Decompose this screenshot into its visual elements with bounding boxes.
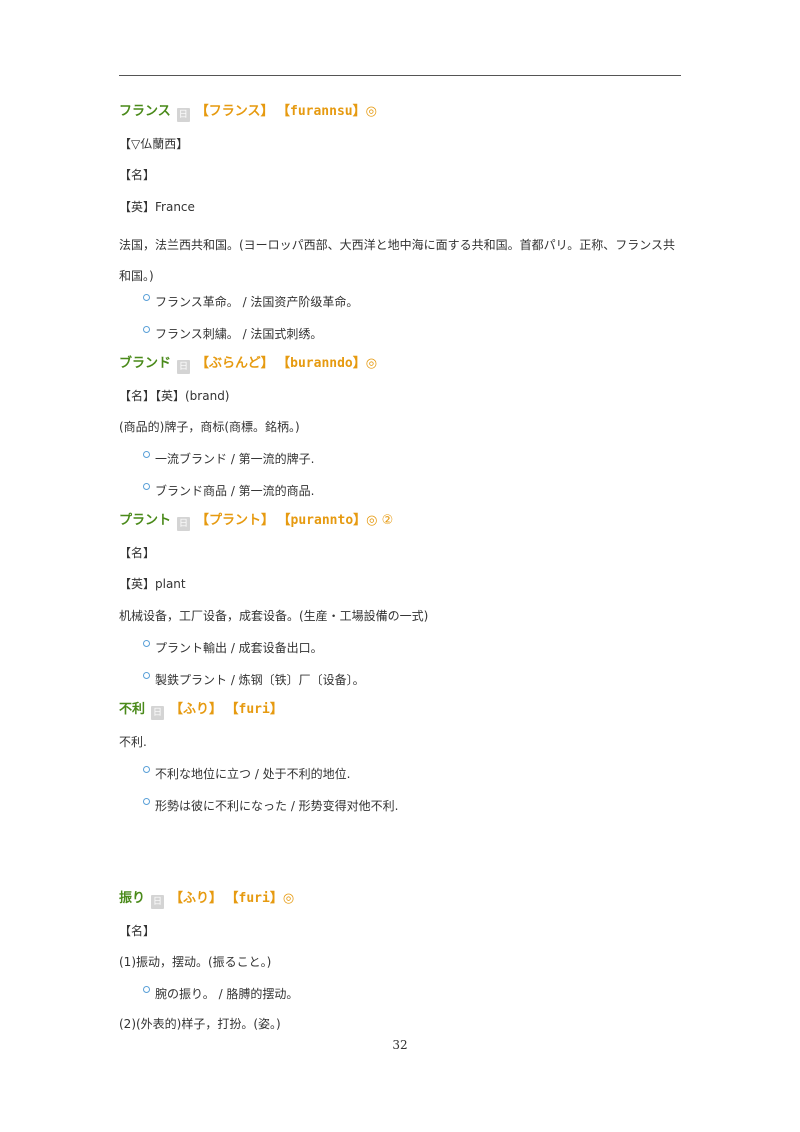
definition: 机械设备，工厂设备，成套设备。(生産・工場設備の一式) xyxy=(119,609,429,623)
example-item: 腕の振り。 / 胳膊的摆动。 xyxy=(143,986,298,1002)
header-rule xyxy=(119,75,681,76)
entry-headword: フランス日【フランス】【furannsu】◎ xyxy=(119,103,377,122)
bullet-circle-icon xyxy=(143,326,150,333)
japanese-badge-icon: 日 xyxy=(151,706,165,720)
accent-mark: ◎ ② xyxy=(366,513,394,528)
example-item: 製鉄プラント / 炼钢〔铁〕厂〔设备〕。 xyxy=(143,672,365,688)
bullet-circle-icon xyxy=(143,672,150,679)
entry-headword: プラント日【プラント】【purannto】◎ ② xyxy=(119,512,393,531)
japanese-badge-icon: 日 xyxy=(177,517,191,531)
bullet-circle-icon xyxy=(143,294,150,301)
reading-romaji: 【furi】 xyxy=(232,891,283,906)
accent-mark: ◎ xyxy=(365,356,378,371)
reading-kana: 【ふり】 xyxy=(170,891,223,906)
japanese-badge-icon: 日 xyxy=(151,895,165,909)
japanese-badge-icon: 日 xyxy=(176,108,190,122)
reading-romaji: 【purannto】 xyxy=(284,513,367,528)
reading-kana: 【ふり】 xyxy=(170,702,223,717)
headword: プラント xyxy=(119,513,172,528)
bullet-circle-icon xyxy=(143,483,150,490)
accent-mark: ◎ xyxy=(365,104,377,119)
entry-line: 【名】 xyxy=(119,924,156,938)
example-item: フランス刺繍。 / 法国式刺绣。 xyxy=(143,326,322,342)
entry-headword: ブランド日【ぶらんど】【buranndo】◎ xyxy=(119,355,377,374)
bullet-circle-icon xyxy=(143,986,150,993)
headword: 不利 xyxy=(119,702,146,717)
headword: ブランド xyxy=(119,356,172,371)
definition: 不利. xyxy=(119,735,147,749)
japanese-badge-icon: 日 xyxy=(177,360,191,374)
headword: フランス xyxy=(119,104,171,119)
example-item: 不利な地位に立つ / 处于不利的地位. xyxy=(143,766,351,782)
example-item: プラント輸出 / 成套设备出口。 xyxy=(143,640,323,656)
reading-kana: 【ぶらんど】 xyxy=(196,356,274,371)
definition: (商品的)牌子，商标(商標。銘柄。) xyxy=(119,420,300,434)
reading-kana: 【プラント】 xyxy=(196,513,275,528)
example-item: ブランド商品 / 第一流的商品. xyxy=(143,483,315,499)
definition: 法国，法兰西共和国。(ヨーロッパ西部、大西洋と地中海に面する共和国。首都パリ。正… xyxy=(119,238,675,283)
reading-romaji: 【furi】 xyxy=(232,702,283,717)
headword: 振り xyxy=(119,891,146,906)
entry-headword: 不利日【ふり】【furi】 xyxy=(119,701,283,720)
entry-line: 【英】France xyxy=(119,200,195,214)
bullet-circle-icon xyxy=(143,640,150,647)
example-item: フランス革命。 / 法国资产阶级革命。 xyxy=(143,294,358,310)
entry-line: 【名】 xyxy=(119,168,156,182)
page-number: 32 xyxy=(392,1038,408,1052)
accent-mark: ◎ xyxy=(282,891,295,906)
sense: (1)振动，摆动。(振ること。) xyxy=(119,955,272,969)
example-item: 一流ブランド / 第一流的牌子. xyxy=(143,451,315,467)
entry-line: 【英】plant xyxy=(119,577,186,591)
bullet-circle-icon xyxy=(143,451,150,458)
bullet-circle-icon xyxy=(143,798,150,805)
sense: (2)(外表的)样子，打扮。(姿。) xyxy=(119,1017,281,1031)
example-item: 形勢は彼に不利になった / 形势变得对他不利. xyxy=(143,798,399,814)
bullet-circle-icon xyxy=(143,766,150,773)
reading-kana: 【フランス】 xyxy=(195,104,274,119)
entry-line: 【名】【英】(brand) xyxy=(119,389,230,403)
reading-romaji: 【buranndo】 xyxy=(283,356,366,371)
entry-headword: 振り日【ふり】【furi】◎ xyxy=(119,890,294,909)
reading-romaji: 【furannsu】 xyxy=(283,104,366,119)
entry-line: 【名】 xyxy=(119,546,156,560)
entry-line: 【▽仏蘭西】 xyxy=(119,137,189,151)
